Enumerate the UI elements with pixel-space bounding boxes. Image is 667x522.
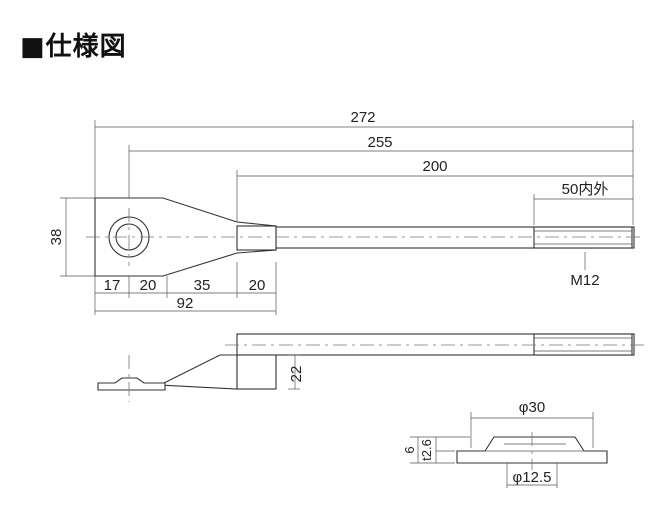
dim-eye-center: 255 <box>367 134 392 151</box>
dim-thread-length: 50内外 <box>562 181 609 198</box>
dim-overall: 272 <box>350 109 375 126</box>
dim-seg2: 20 <box>140 277 157 294</box>
dim-seg3: 35 <box>194 277 211 294</box>
bolt-top-view <box>86 197 645 277</box>
dim-rod: 200 <box>422 158 447 175</box>
dim-hole-dia: φ12.5 <box>513 469 552 486</box>
dimension-lines-top <box>60 120 634 315</box>
thread-size-label: M12 <box>570 272 599 289</box>
dim-washer-dia: φ30 <box>519 399 545 416</box>
dim-seg4: 20 <box>249 277 266 294</box>
dim-sum: 92 <box>177 295 194 312</box>
dim-seg1: 17 <box>104 277 121 294</box>
dim-washer-thickness: t2.6 <box>419 439 434 461</box>
washer-detail <box>410 412 608 488</box>
dim-washer-height: 6 <box>402 446 417 453</box>
dim-side-height: 22 <box>288 366 305 383</box>
page-title: ■仕様図 <box>20 32 127 62</box>
dim-eye-height: 38 <box>48 229 65 246</box>
bolt-side-view <box>97 333 645 402</box>
